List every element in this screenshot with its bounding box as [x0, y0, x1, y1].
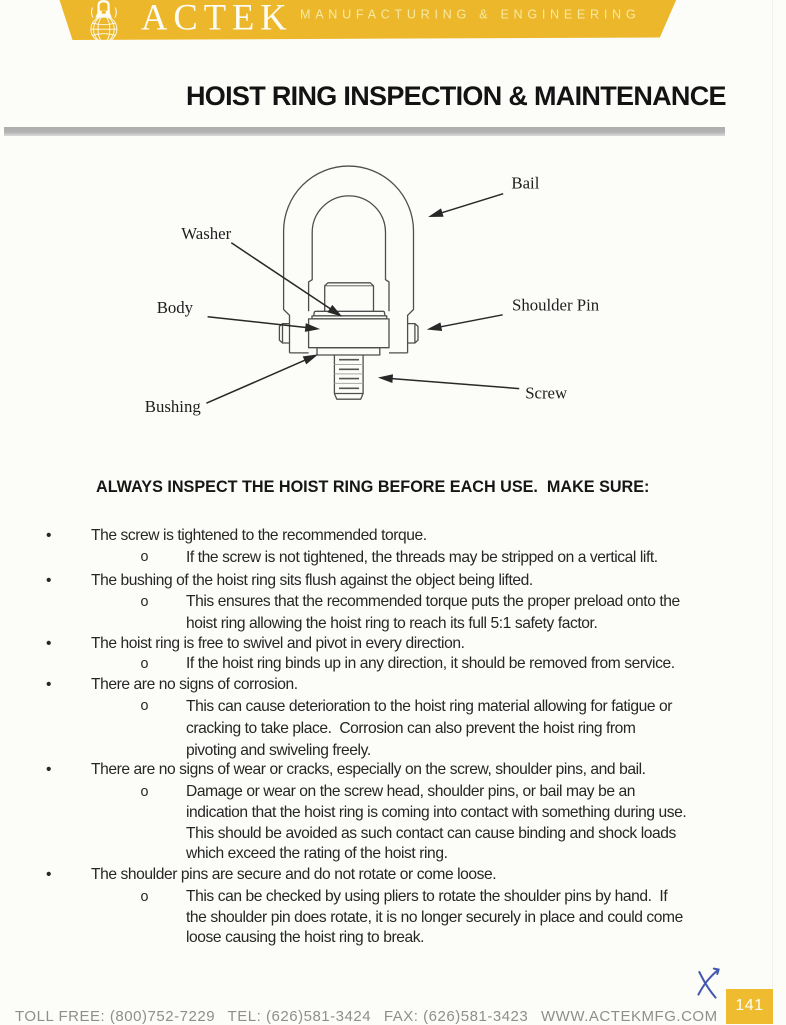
- svg-text:Bail: Bail: [511, 173, 539, 192]
- svg-text:Bushing: Bushing: [145, 397, 202, 416]
- svg-text:Washer: Washer: [181, 224, 231, 243]
- svg-text:Screw: Screw: [525, 384, 568, 403]
- svg-text:MANUFACTURING & ENGINEERING: MANUFACTURING & ENGINEERING: [300, 7, 640, 21]
- svg-text:Shoulder Pin: Shoulder Pin: [512, 296, 600, 315]
- svg-text:Body: Body: [157, 298, 194, 317]
- svg-text:ACTEK: ACTEK: [141, 0, 293, 38]
